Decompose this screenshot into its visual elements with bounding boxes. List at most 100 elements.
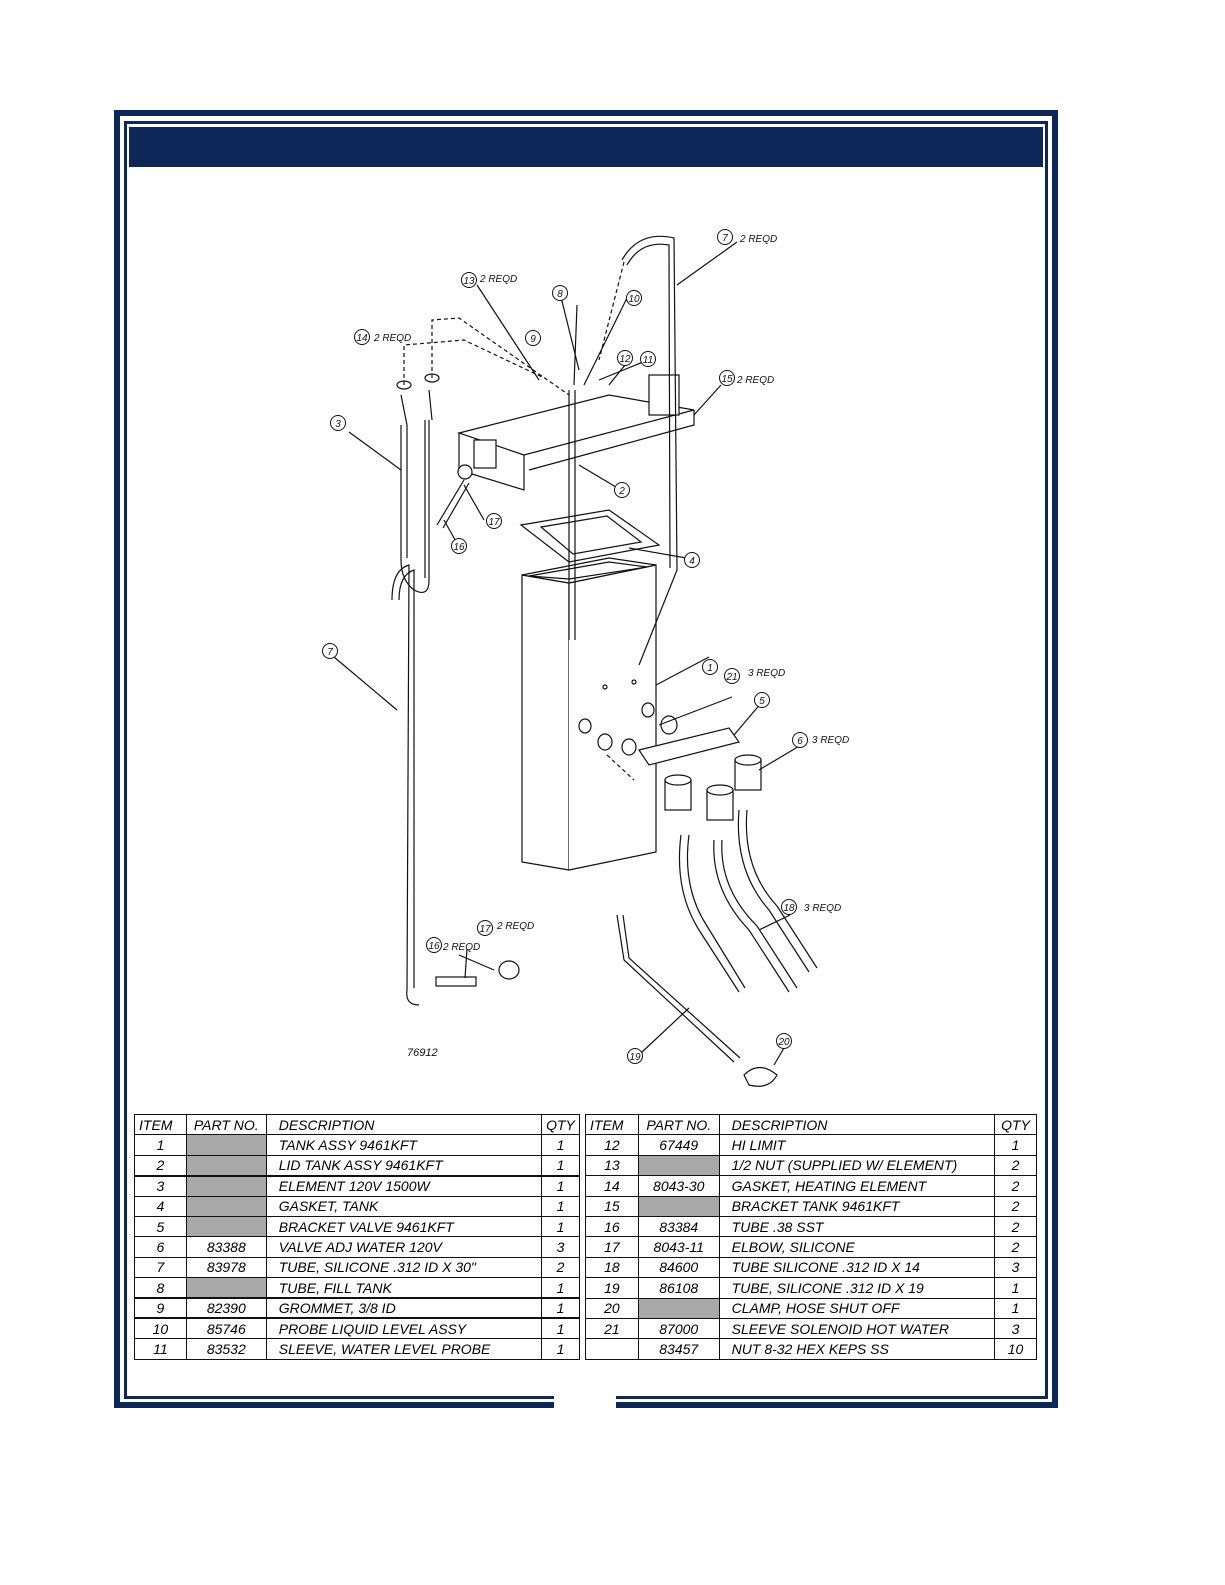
qty-cell: 2 [994,1175,1037,1197]
tank-side-face [568,564,657,871]
item-cell: 13 [585,1154,639,1177]
qty-cell: 3 [994,1256,1037,1279]
desc-cell: TUBE, SILICONE .312 ID X 19 [718,1277,996,1299]
callout-13 [461,272,477,288]
callout-16-upper-num: 16 [453,542,465,553]
callout-5-num: 5 [759,696,765,707]
callout-15-num: 15 [721,374,733,385]
callout-1-num: 1 [707,663,713,674]
part-cell [185,1215,267,1238]
qty-cell: 1 [540,1338,581,1360]
drain-tube [616,914,735,1063]
item-cell [585,1338,639,1360]
part-cell [185,1174,267,1197]
desc-cell: 1/2 NUT (SUPPLIED W/ ELEMENT) [718,1154,996,1177]
part-cell [637,1154,720,1177]
callout-12-num: 12 [619,354,631,365]
header-item: ITEM [134,1113,187,1136]
item-cell: 17 [585,1236,639,1258]
callout-7-top [717,229,733,245]
header-qty: QTY [994,1113,1037,1136]
callout-7-left-num: 7 [327,647,333,658]
outlet-hose-1 [678,834,740,993]
item-cell: 15 [585,1195,639,1217]
callout-4 [684,552,700,568]
part-cell: 83384 [637,1215,720,1238]
qty-cell: 1 [994,1277,1037,1299]
item-cell: 12 [585,1134,639,1156]
header-description: DESCRIPTION [265,1113,542,1136]
valve-1 [664,779,692,811]
part-cell [185,1277,267,1299]
qty-cell: 1 [540,1154,581,1177]
callout-20 [776,1033,792,1049]
left-silicone-tube [391,564,420,1006]
page-number-gap [554,1396,616,1410]
qty-cell: 2 [994,1154,1037,1177]
part-cell [637,1297,720,1319]
part-cell: 83532 [185,1338,267,1360]
desc-cell: BRACKET TANK 9461KFT [718,1195,996,1217]
exploded-view-drawing: 1 2 3 4 5 6 3 REQD 7 2 REQD 7 8 9 10 11 … [322,229,849,1087]
item-cell: 19 [585,1277,639,1299]
callout-19-num: 19 [629,1052,641,1063]
item-cell: 7 [134,1256,187,1279]
desc-cell: CLAMP, HOSE SHUT OFF [718,1297,996,1319]
desc-cell: LID TANK ASSY 9461KFT [265,1154,542,1177]
parts-table-header: ITEM PART NO. DESCRIPTION QTY [134,1113,581,1136]
part-cell: 83978 [185,1256,267,1279]
callout-14-num: 14 [356,333,368,344]
desc-cell: TUBE .38 SST [718,1215,996,1238]
qty-cell: 10 [994,1338,1037,1360]
callout-17-lower-num: 17 [479,924,491,935]
part-cell: 84600 [637,1256,720,1279]
item-cell: 11 [134,1338,187,1360]
part-cell [185,1154,267,1177]
item-cell: 8 [134,1277,187,1299]
callout-18 [781,899,797,915]
desc-cell: SLEEVE, WATER LEVEL PROBE [265,1338,542,1360]
part-cell: 8043-30 [637,1175,720,1197]
desc-cell: ELBOW, SILICONE [718,1236,996,1258]
part-cell: 85746 [185,1317,267,1340]
header-bar [129,127,1043,167]
desc-cell: ELEMENT 120V 1500W [265,1174,542,1197]
callout-7-top-note: 2 REQD [739,234,777,245]
desc-cell: TUBE SILICONE .312 ID X 14 [718,1256,996,1279]
item-cell: 5 [134,1215,187,1238]
callout-3-num: 3 [335,419,341,430]
tank-front-face [521,574,570,871]
callout-7-left [322,643,338,659]
item-cell: 14 [585,1175,639,1197]
item-cell: 18 [585,1256,639,1279]
item-cell: 3 [134,1174,187,1197]
callout-11-num: 11 [643,355,653,366]
desc-cell: VALVE ADJ WATER 120V [265,1236,542,1258]
header-part-no: PART NO. [185,1113,267,1136]
desc-cell: GASKET, HEATING ELEMENT [718,1175,996,1197]
qty-cell: 1 [540,1277,581,1299]
callout-11 [640,351,656,367]
qty-cell: 1 [540,1134,581,1156]
callout-10 [626,290,642,306]
qty-cell: 3 [540,1236,581,1258]
item-cell: 20 [585,1297,639,1319]
callout-17-upper-num: 17 [488,517,500,528]
callout-9 [525,330,541,346]
item-cell: 21 [585,1317,639,1340]
item-cell: 10 [134,1317,187,1340]
desc-cell: GASKET, TANK [265,1195,542,1217]
callout-7-top-num: 7 [722,233,728,244]
